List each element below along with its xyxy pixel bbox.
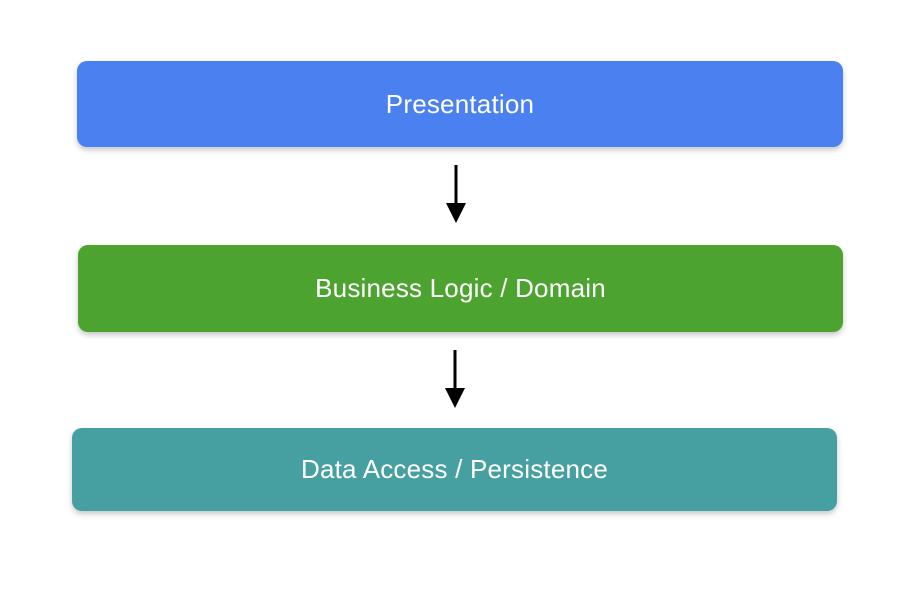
layer-label-presentation: Presentation — [385, 88, 535, 119]
layer-node-presentation: Presentation — [77, 61, 843, 147]
layer-label-data-access: Data Access / Persistence — [300, 454, 609, 484]
arrow-down-icon — [444, 350, 466, 408]
layer-node-data-access: Data Access / Persistence — [72, 428, 837, 511]
layer-label-business-logic: Business Logic / Domain — [315, 273, 606, 303]
layer-node-business-logic: Business Logic / Domain — [78, 245, 843, 332]
arrow-down-icon — [445, 165, 467, 223]
